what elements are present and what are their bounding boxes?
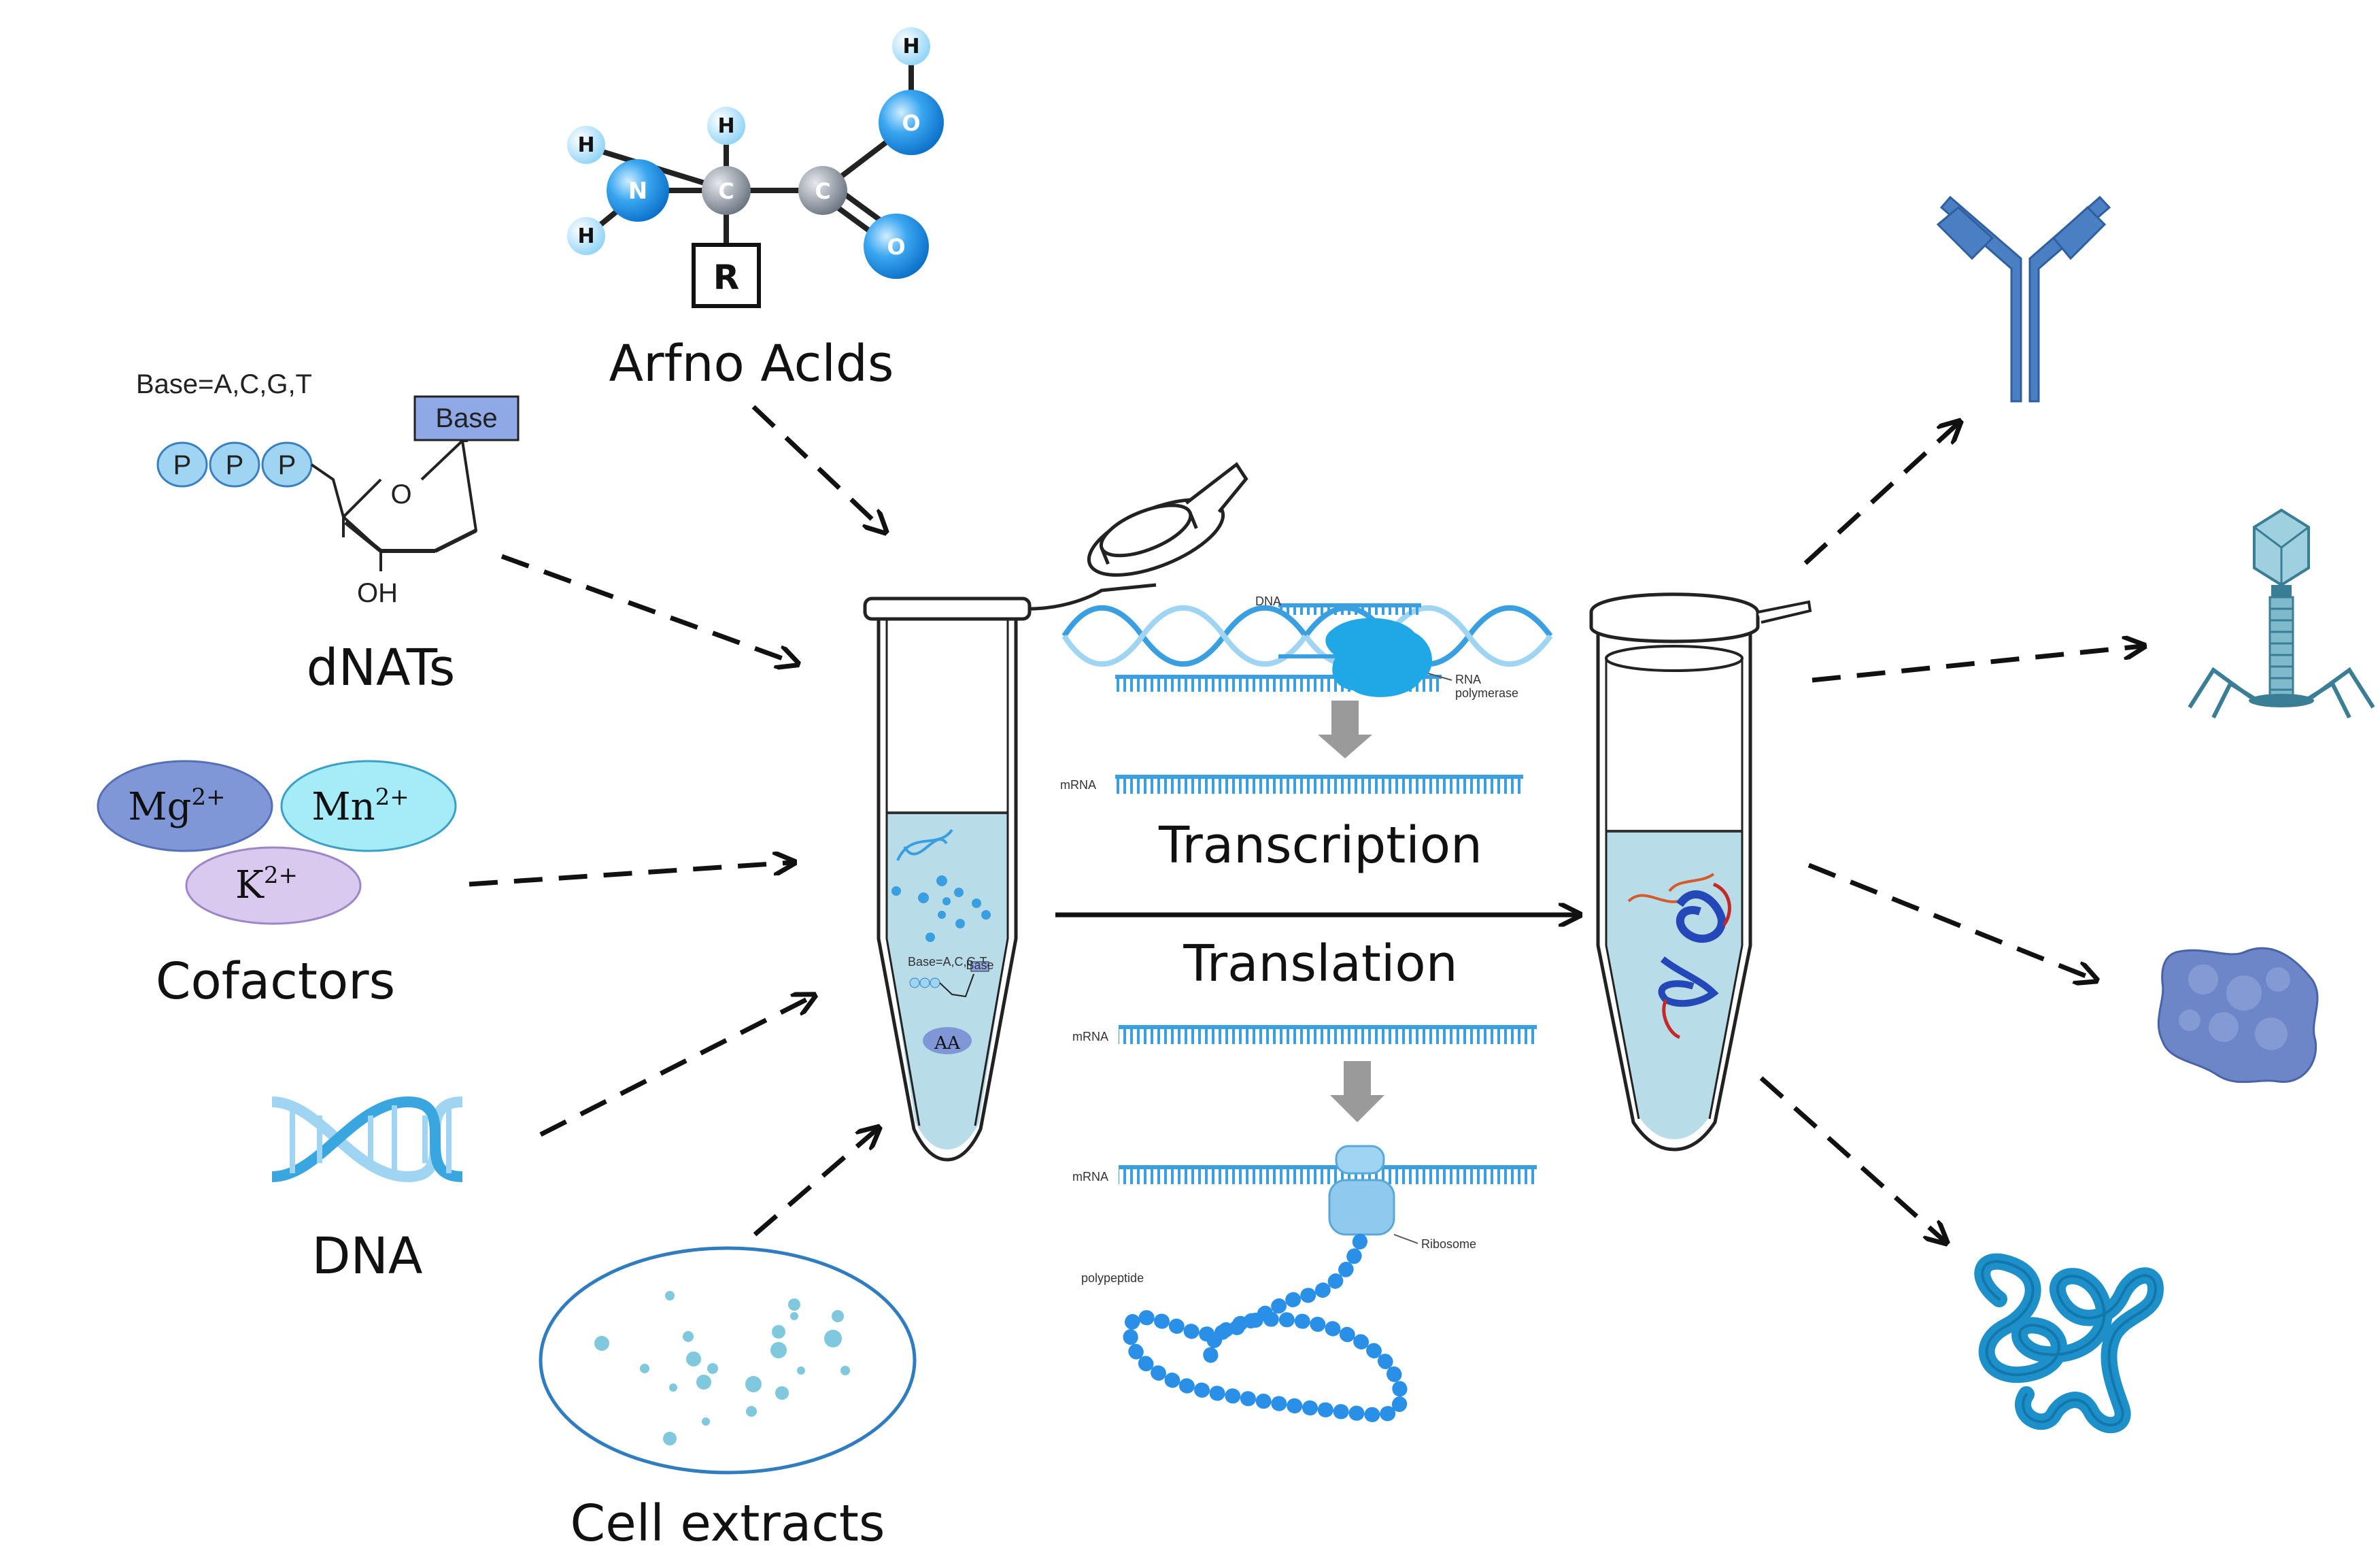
antibody-icon <box>1936 195 2111 403</box>
atom-symbol-h: H <box>577 224 594 248</box>
nitrogen-atom <box>607 159 669 222</box>
amino-acid-ion-label: AA <box>934 1033 961 1054</box>
k-symbol: K <box>235 863 265 907</box>
reaction-tube-output <box>1589 592 1812 1152</box>
hydroxyl-label: OH <box>357 578 398 608</box>
dna-label: DNA <box>312 1227 423 1286</box>
arrow-to-peptide <box>1759 1076 1945 1241</box>
arrow-amino-acids <box>751 405 884 531</box>
side-chain-r: R <box>713 258 740 297</box>
k-ion <box>185 846 362 925</box>
polypeptide-chain <box>1123 1234 1408 1423</box>
phosphate-label: P <box>173 450 192 480</box>
transcription-label: Transcription <box>1158 816 1482 875</box>
hydrogen-atom <box>892 27 930 65</box>
dntp-structure: Base=A,C,G,T Base P P P O OH <box>136 369 520 608</box>
ring-oxygen: O <box>390 480 411 509</box>
atom-symbol-o: O <box>887 234 905 260</box>
mn-symbol: Mn <box>311 785 375 829</box>
cofactors-label: Cofactors <box>156 952 395 1011</box>
hydrogen-atom <box>567 217 605 255</box>
arrow-dna <box>539 996 813 1137</box>
hydrogen-atom <box>567 126 605 164</box>
translation-mrna-label-1: mRNA <box>1072 1030 1108 1043</box>
arrow-dntps <box>500 554 796 663</box>
output-arrows <box>1759 423 2142 1241</box>
transcription-dna-label: DNA <box>1255 594 1281 608</box>
base-note: Base=A,C,G,T <box>136 369 312 399</box>
cofactor-ions: Mg2+ Mn2+ K2+ <box>97 760 457 925</box>
translation-mrna-label-2: mRNA <box>1072 1170 1108 1184</box>
base-box-label: Base <box>435 403 497 433</box>
cell-extract-dish <box>539 1246 917 1475</box>
arrow-to-protein <box>1807 862 2094 979</box>
dntps-label: dNATs <box>307 639 456 697</box>
translation-label: Translation <box>1183 935 1457 993</box>
arrow-to-bacteriophage <box>1812 646 2142 683</box>
rna-polymerase-label-1: RNA <box>1455 673 1481 686</box>
atom-symbol-h: H <box>577 133 594 157</box>
atom-symbol-h: H <box>902 35 919 58</box>
bacteriophage-icon <box>2188 508 2375 719</box>
dna-helix-icon <box>271 1096 463 1183</box>
svg-text:Mn2+: Mn2+ <box>311 784 409 829</box>
mn-charge: 2+ <box>375 784 409 811</box>
rna-polymerase-label-2: polymerase <box>1455 686 1518 700</box>
transcription-schematic: DNA RNA polymerase mRNA <box>1060 594 1553 794</box>
ribosome-label: Ribosome <box>1421 1237 1476 1251</box>
arrow-cofactors <box>469 862 792 887</box>
mini-base-note: Base=A,C,G,T <box>908 955 987 969</box>
oxygen-atom <box>864 214 929 279</box>
amino-acids-label: Arfno Aclds <box>609 335 894 393</box>
mini-base-box: Base <box>966 958 993 972</box>
arrow-to-antibody <box>1803 423 1958 565</box>
ribosome-icon <box>1328 1145 1395 1236</box>
carbon-atom <box>702 166 751 215</box>
svg-text:K2+: K2+ <box>235 862 298 907</box>
transcription-mrna-label: mRNA <box>1060 778 1096 792</box>
arrow-cell-extracts <box>753 1129 877 1237</box>
protein-icon <box>2157 947 2319 1084</box>
reaction-tube-input: Base=A,C,G,T Base AA <box>863 462 1248 1162</box>
hydrogen-atom <box>707 107 745 145</box>
polypeptide-label: polypeptide <box>1081 1271 1144 1285</box>
atom-symbol-c: C <box>718 178 734 204</box>
oxygen-atom <box>879 90 944 155</box>
atom-symbol-n: N <box>628 178 647 205</box>
peptide-icon <box>1974 1253 2164 1434</box>
carbon-atom <box>798 166 847 215</box>
amino-acid-structure: H H H H N C C O O R <box>567 27 944 308</box>
mn-ion <box>280 760 457 852</box>
cell-extracts-label: Cell extracts <box>571 1494 885 1553</box>
phosphate-label: P <box>278 450 296 480</box>
rna-polymerase-blob <box>1325 618 1433 697</box>
input-arrows <box>469 405 884 1237</box>
translation-schematic: mRNA mRNA Ribosome polypeptide <box>1072 1025 1537 1423</box>
mg-symbol: Mg <box>128 785 191 829</box>
k-charge: 2+ <box>264 862 298 889</box>
atom-symbol-o: O <box>902 110 920 136</box>
phosphate-label: P <box>226 450 244 480</box>
mg-charge: 2+ <box>192 784 226 811</box>
mg-ion <box>97 760 273 852</box>
svg-text:Mg2+: Mg2+ <box>128 784 225 829</box>
atom-symbol-h: H <box>717 114 734 138</box>
atom-symbol-c: C <box>815 178 830 204</box>
